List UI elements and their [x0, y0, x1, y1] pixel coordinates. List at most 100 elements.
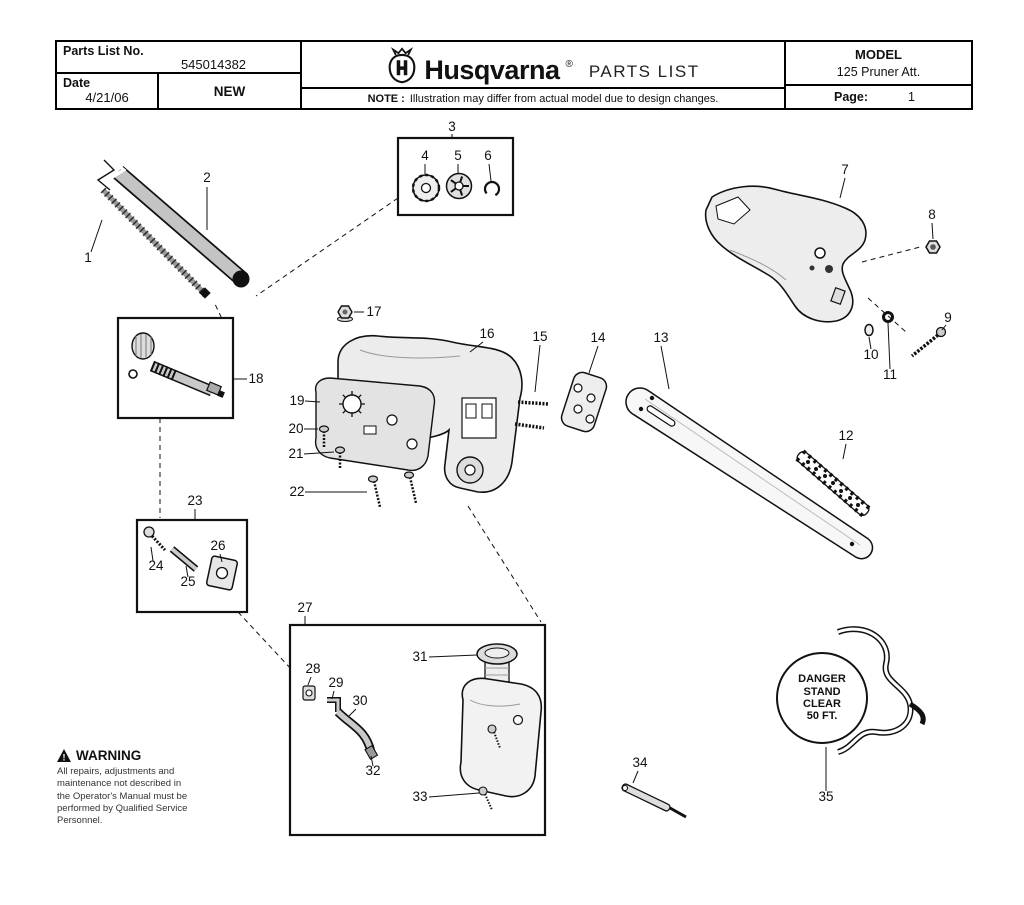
new-cell: NEW — [159, 74, 300, 108]
header-left-section: Parts List No. 545014382 Date 4/21/06 NE… — [57, 42, 302, 108]
washer-part-4 — [411, 173, 441, 203]
husqvarna-crest-icon — [386, 47, 418, 84]
block-part-26 — [205, 555, 239, 591]
clutch-drum-part-5 — [445, 172, 473, 200]
callout-19: 19 — [289, 393, 304, 408]
callout-28: 28 — [305, 661, 320, 676]
callout-8: 8 — [928, 207, 936, 222]
warning-title: WARNING — [76, 748, 142, 763]
oil-tank-assembly-box — [288, 623, 547, 837]
bolt-part-24 — [143, 526, 167, 552]
coupler-parts-box — [116, 316, 235, 420]
warning-text-line: performed by Qualified Service — [57, 803, 188, 815]
note-label: NOTE : — [367, 92, 405, 105]
callout-31: 31 — [412, 649, 427, 664]
note-text: Illustration may differ from actual mode… — [409, 92, 719, 105]
callout-16: 16 — [479, 326, 494, 341]
callout-17: 17 — [366, 304, 381, 319]
callout-4: 4 — [421, 148, 429, 163]
callout-12: 12 — [838, 428, 853, 443]
callout-7: 7 — [841, 162, 849, 177]
callout-20: 20 — [288, 421, 303, 436]
pin-part-25 — [169, 546, 199, 572]
callout-26: 26 — [210, 538, 225, 553]
callout-10: 10 — [863, 347, 878, 362]
callout-24: 24 — [148, 558, 164, 573]
warning-text-line: All repairs, adjustments and — [57, 766, 175, 777]
page-value: 1 — [908, 90, 915, 104]
warning-block: ! WARNING All repairs, adjustments and m… — [57, 748, 227, 828]
callout-11: 11 — [883, 367, 897, 382]
callout-32: 32 — [365, 763, 380, 778]
decal-line: CLEAR — [803, 698, 841, 710]
mounting-studs — [514, 400, 549, 430]
parts-list-no-label: Parts List No. — [63, 44, 144, 58]
clutch-parts-box — [396, 136, 515, 217]
tank-screws-part-33 — [478, 724, 501, 811]
callout-14: 14 — [590, 330, 606, 345]
bar-nut-part-8 — [925, 240, 941, 254]
date-value: 4/21/06 — [85, 90, 129, 105]
callout-23: 23 — [187, 493, 202, 508]
header-center-section: Husqvarna ® PARTS LIST NOTE : Illustrati… — [302, 42, 786, 108]
header-right-section: MODEL 125 Pruner Att. Page: 1 — [786, 42, 971, 108]
new-label: NEW — [213, 83, 246, 99]
shaft-tube — [105, 158, 250, 288]
danger-decal: DANGER STAND CLEAR 50 FT. — [776, 652, 868, 744]
callout-13: 13 — [653, 330, 668, 345]
date-cell: Date 4/21/06 — [57, 74, 159, 108]
retaining-clip-part-6 — [483, 180, 501, 198]
ring-part-11 — [882, 311, 894, 323]
nut-part-17 — [337, 305, 353, 322]
oil-hose-part-30 — [334, 708, 379, 760]
callout-21: 21 — [288, 446, 303, 461]
model-value: 125 Pruner Att. — [836, 65, 921, 79]
guide-bar — [625, 387, 874, 560]
page-label: Page: — [834, 90, 869, 104]
hose-ferrule-part-32 — [364, 744, 379, 760]
mount-plate — [560, 371, 608, 433]
oiler-bracket — [314, 377, 436, 472]
gearhead-housing — [704, 185, 867, 323]
warning-triangle-icon: ! — [57, 749, 71, 763]
header-table: Parts List No. 545014382 Date 4/21/06 NE… — [55, 40, 973, 110]
date-label: Date — [63, 76, 91, 90]
callout-1: 1 — [84, 250, 92, 265]
callout-6: 6 — [484, 148, 492, 163]
callout-2: 2 — [203, 170, 211, 185]
decal-line: STAND — [803, 685, 841, 698]
callout-29: 29 — [328, 675, 343, 690]
callout-5: 5 — [454, 148, 462, 163]
fastener-parts-box — [135, 518, 249, 614]
callout-25: 25 — [180, 574, 195, 589]
decal-line: DANGER — [798, 673, 846, 686]
decal-line: 50 FT. — [806, 710, 838, 723]
lanyard-rope — [836, 626, 926, 755]
washer-part-10 — [864, 323, 874, 337]
registered-mark: ® — [565, 59, 573, 70]
callout-35: 35 — [818, 789, 833, 804]
parts-list-no-value: 545014382 — [180, 57, 247, 72]
warning-text-line: the Operator's Manual must be — [57, 790, 188, 802]
screw-part-9 — [910, 326, 947, 358]
flexible-drive-shaft — [96, 159, 211, 299]
note-bar: NOTE : Illustration may differ from actu… — [302, 87, 784, 108]
saw-chain — [795, 449, 871, 518]
screw-part-21 — [334, 446, 346, 469]
elbow-fitting-part-29 — [327, 697, 341, 712]
model-label: MODEL — [855, 47, 902, 62]
callout-9: 9 — [944, 310, 952, 325]
warning-text-line: maintenance not described in — [57, 778, 182, 790]
brand-wordmark: Husqvarna — [424, 55, 560, 85]
document-title: PARTS LIST — [588, 62, 700, 81]
warning-text-line: Personnel. — [57, 815, 103, 827]
callout-leader-lines — [90, 134, 947, 798]
oil-tank-body — [459, 677, 543, 798]
callout-27: 27 — [297, 600, 312, 615]
callout-30: 30 — [352, 693, 367, 708]
hose-clamp-part-28 — [302, 685, 316, 701]
callout-33: 33 — [412, 789, 427, 804]
callout-22: 22 — [289, 484, 304, 499]
